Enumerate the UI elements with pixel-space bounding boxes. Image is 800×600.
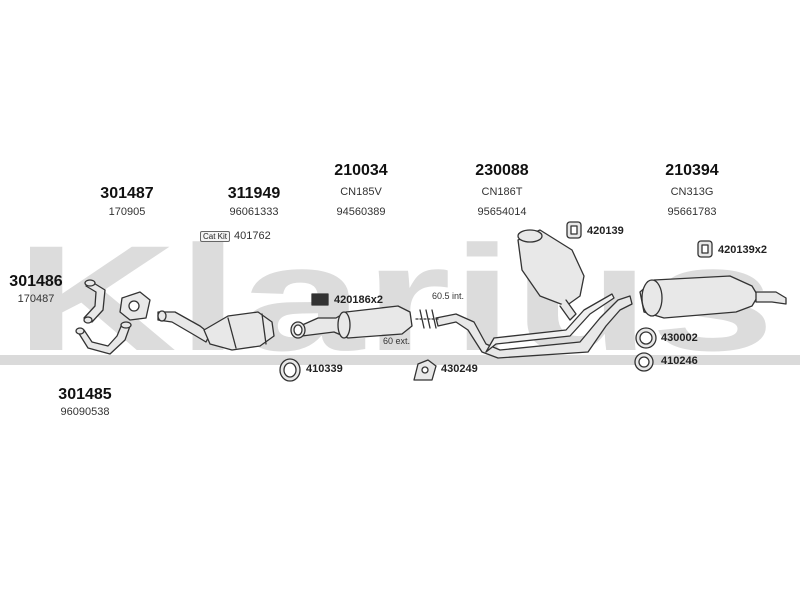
part-number-311949: 311949 bbox=[227, 185, 281, 202]
part-number-230088: 230088 bbox=[475, 162, 529, 179]
oe-number-170905: 170905 bbox=[108, 206, 146, 218]
pipe-311949 bbox=[157, 310, 211, 343]
clamp-430002 bbox=[635, 327, 657, 349]
catalytic-converter bbox=[203, 311, 275, 351]
gasket-410246 bbox=[634, 352, 654, 372]
part-410246: 410246 bbox=[661, 355, 698, 367]
gasket-410339 bbox=[279, 358, 301, 382]
clamp-420139x2 bbox=[697, 240, 713, 258]
code-CN313G: CN313G bbox=[670, 186, 714, 198]
part-number-210394: 210394 bbox=[665, 162, 719, 179]
oe-number-170487: 170487 bbox=[17, 293, 55, 305]
clamp-420186x2 bbox=[311, 293, 329, 306]
middle-pipe bbox=[435, 293, 633, 359]
part-410339: 410339 bbox=[306, 363, 343, 375]
hanger-430249 bbox=[413, 359, 437, 381]
part-420139x2: 420139x2 bbox=[718, 244, 767, 256]
bracket-301487 bbox=[119, 291, 151, 321]
part-420139: 420139 bbox=[587, 225, 624, 237]
oe-number-95654014: 95654014 bbox=[477, 206, 527, 218]
dimension-internal: 60.5 int. bbox=[432, 291, 465, 301]
cat-kit-badge: Cat Kit bbox=[200, 231, 231, 242]
part-430002: 430002 bbox=[661, 332, 698, 344]
part-420186x2: 420186x2 bbox=[334, 294, 383, 306]
dimension-external: 60 ext. bbox=[383, 336, 411, 346]
front-pipe-301485 bbox=[75, 321, 132, 355]
code-CN185V: CN185V bbox=[340, 186, 382, 198]
oe-number-96061333: 96061333 bbox=[229, 206, 279, 218]
center-silencer-230088 bbox=[517, 229, 585, 321]
cat-kit-code: 401762 bbox=[234, 230, 271, 242]
oe-number-94560389: 94560389 bbox=[336, 206, 386, 218]
rear-silencer-210394 bbox=[639, 275, 787, 319]
part-number-301486: 301486 bbox=[9, 273, 63, 290]
joint-marks bbox=[415, 309, 441, 329]
oe-number-96090538: 96090538 bbox=[60, 406, 110, 418]
clamp-420139 bbox=[566, 221, 582, 239]
part-430249: 430249 bbox=[441, 363, 478, 375]
part-number-301485: 301485 bbox=[58, 386, 112, 403]
manifold-pipe-301486 bbox=[83, 279, 106, 324]
oe-number-95661783: 95661783 bbox=[667, 206, 717, 218]
gasket-front bbox=[290, 321, 306, 339]
code-CN186T: CN186T bbox=[481, 186, 523, 198]
part-number-210034: 210034 bbox=[334, 162, 388, 179]
part-number-301487: 301487 bbox=[100, 185, 154, 202]
